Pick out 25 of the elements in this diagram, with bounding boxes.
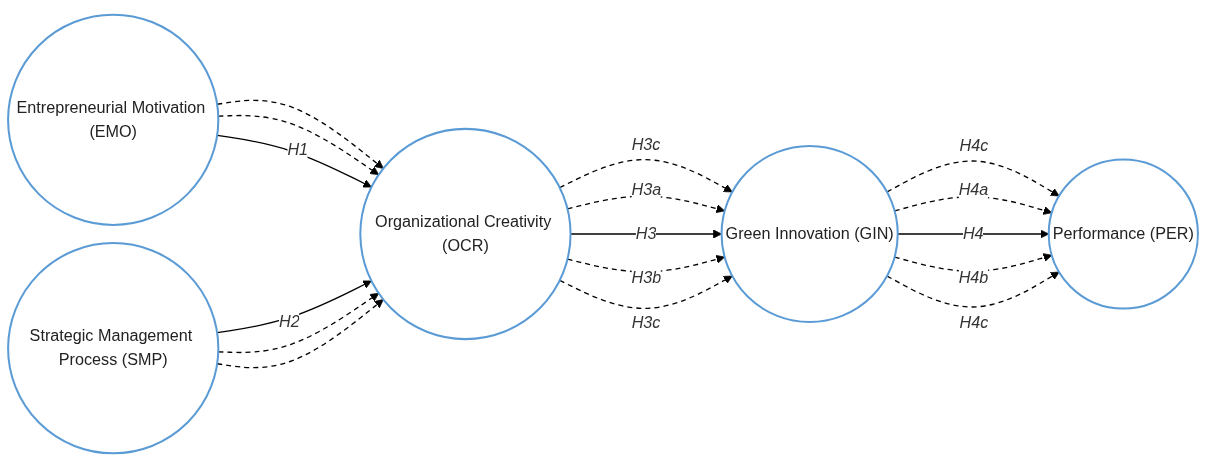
edge-label: H4b bbox=[958, 269, 989, 287]
edge-label: H3c bbox=[631, 135, 661, 154]
node-circle: Performance (PER) bbox=[1047, 158, 1199, 310]
edge-label: H3b bbox=[631, 269, 662, 287]
edge-label: H4c bbox=[959, 313, 989, 331]
arrow bbox=[559, 275, 733, 310]
arrow bbox=[894, 196, 1053, 215]
arrow bbox=[886, 160, 1060, 197]
edge-label: H3c bbox=[631, 313, 661, 332]
node-circle: Entrepreneurial Motivation (EMO) bbox=[7, 13, 220, 226]
edge-label: H1 bbox=[287, 141, 309, 159]
arrow bbox=[217, 292, 380, 354]
edge-label: H4c bbox=[959, 136, 989, 154]
edge-label: H3 bbox=[635, 224, 657, 243]
edge-label: H2 bbox=[278, 312, 300, 331]
arrow bbox=[559, 158, 733, 193]
edge-label: H4a bbox=[958, 180, 989, 198]
node-circle: Organizational Creativity (OCR) bbox=[359, 127, 572, 341]
node-circle: Green Innovation (GIN) bbox=[720, 144, 899, 324]
edge-label: H3a bbox=[631, 180, 662, 198]
arrow bbox=[894, 253, 1053, 272]
node-circle: Strategic Management Process (SMP) bbox=[7, 242, 220, 455]
edge-label: H4 bbox=[962, 224, 984, 243]
arrow bbox=[217, 114, 380, 176]
arrow bbox=[886, 271, 1060, 308]
